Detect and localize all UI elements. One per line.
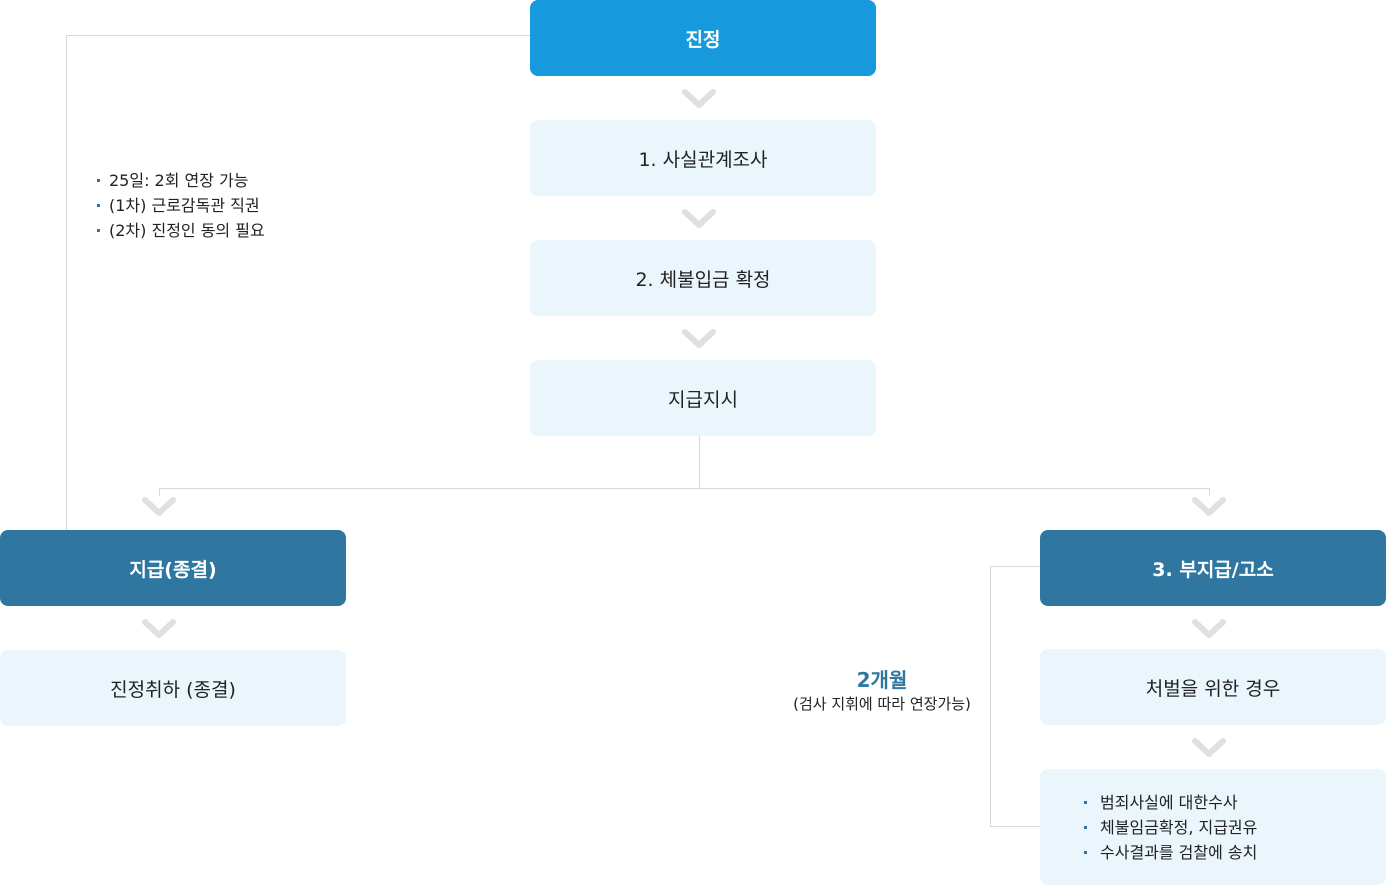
period-label: 2개월 (검사 지휘에 따라 연장가능)	[767, 667, 997, 715]
chevron-down-icon	[682, 89, 716, 108]
chevron-down-icon	[1192, 619, 1226, 638]
bracket-top	[990, 566, 1040, 567]
chevron-down-icon	[682, 209, 716, 228]
node-petition-label: 진정	[685, 28, 721, 51]
node-investigation-details: 범죄사실에 대한수사 체불임금확정, 지급권유 수사결과를 검찰에 송치	[1040, 769, 1386, 885]
connector-left-vertical	[66, 35, 67, 530]
node-payment-order: 지급지시	[530, 360, 876, 436]
node-withdraw-closed: 진정취하 (종결)	[0, 650, 346, 726]
chevron-down-icon	[682, 329, 716, 348]
connector-order-down	[699, 436, 700, 488]
node-fact-investigation-label: 1. 사실관계조사	[638, 148, 768, 171]
connector-horizontal-split	[159, 488, 1210, 489]
node-wage-confirm: 2. 체불입금 확정	[530, 240, 876, 316]
investigation-details-item: 수사결과를 검찰에 송치	[1082, 840, 1257, 865]
node-payment-closed-label: 지급(종결)	[129, 558, 217, 581]
chevron-down-icon	[142, 497, 176, 516]
extension-note-item: 25일: 2회 연장 가능	[97, 168, 265, 193]
investigation-details-item: 체불임금확정, 지급권유	[1082, 815, 1257, 840]
node-fact-investigation: 1. 사실관계조사	[530, 120, 876, 196]
node-petition: 진정	[530, 0, 876, 76]
connector-split-left	[159, 488, 160, 496]
connector-split-right	[1209, 488, 1210, 496]
bracket-vertical	[990, 566, 991, 827]
bracket-bottom	[990, 826, 1040, 827]
extension-note-item: (2차) 진정인 동의 필요	[97, 218, 265, 243]
chevron-down-icon	[1192, 738, 1226, 757]
period-detail: (검사 지휘에 따라 연장가능)	[793, 695, 971, 713]
extension-note: 25일: 2회 연장 가능 (1차) 근로감독관 직권 (2차) 진정인 동의 …	[97, 168, 265, 243]
extension-note-item: (1차) 근로감독관 직권	[97, 193, 265, 218]
node-withdraw-closed-label: 진정취하 (종결)	[110, 678, 236, 701]
chevron-down-icon	[142, 619, 176, 638]
investigation-details-item: 범죄사실에 대한수사	[1082, 790, 1257, 815]
node-payment-order-label: 지급지시	[668, 388, 738, 411]
node-punishment-label: 처벌을 위한 경우	[1145, 677, 1281, 700]
chevron-down-icon	[1192, 497, 1226, 516]
period-duration: 2개월	[856, 668, 908, 692]
node-punishment: 처벌을 위한 경우	[1040, 649, 1386, 725]
node-wage-confirm-label: 2. 체불입금 확정	[635, 268, 771, 291]
investigation-details-list: 범죄사실에 대한수사 체불임금확정, 지급권유 수사결과를 검찰에 송치	[1082, 790, 1257, 865]
connector-petition-left	[66, 35, 530, 36]
node-nonpayment-complaint-label: 3. 부지급/고소	[1152, 558, 1274, 581]
node-nonpayment-complaint: 3. 부지급/고소	[1040, 530, 1386, 606]
node-payment-closed: 지급(종결)	[0, 530, 346, 606]
